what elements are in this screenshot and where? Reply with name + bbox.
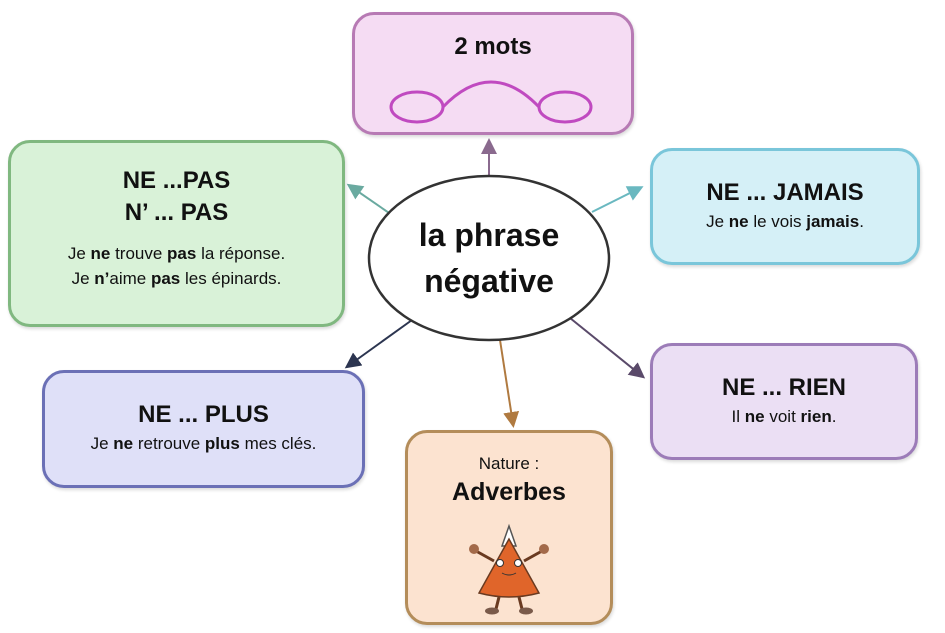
arrow-to-ne-jamais (591, 186, 644, 213)
example-sentence: Il ne voit rien. (653, 404, 915, 429)
arrow-to-nature (499, 339, 520, 428)
sentence-text: Je (706, 212, 729, 231)
sentence-text: Je (67, 244, 91, 263)
sentence-text: aime (109, 269, 151, 288)
ne-jamais-box: NE ... JAMAIS Je ne le vois jamais. (650, 148, 920, 265)
negation-word: plus (204, 434, 240, 453)
sentence-text: retrouve (133, 434, 205, 453)
adverb-mascot-icon (469, 523, 549, 615)
sentence-text: Il (731, 407, 745, 426)
negation-word: ne (744, 407, 765, 426)
arrow-to-ne-plus (344, 319, 413, 369)
sentence-text: Je (71, 269, 95, 288)
center-title: la phrase négative (418, 217, 560, 299)
negation-word: rien (800, 407, 832, 426)
sentence-text: mes clés. (239, 434, 317, 453)
sentence-text: . (859, 212, 864, 231)
ne-pas-box: NE ...PAS N’ ... PAS Je ne trouve pas la… (8, 140, 345, 327)
example-sentence: Je n’aime pas les épinards. (11, 266, 342, 291)
negation-word: ne (90, 244, 111, 263)
example-sentence: Je ne retrouve plus mes clés. (45, 431, 362, 456)
arrow-to-ne-rien (569, 317, 646, 379)
sentence-text: Je (90, 434, 114, 453)
negation-word: pas (167, 244, 197, 263)
link-icon (389, 80, 593, 124)
ne-rien-box: NE ... RIEN Il ne voit rien. (650, 343, 918, 460)
center-ellipse (367, 174, 611, 342)
example-sentence: Je ne le vois jamais. (653, 209, 917, 234)
nature-box: Nature : Adverbes (405, 430, 613, 625)
sentence-text: . (831, 407, 837, 426)
sentence-text: voit (764, 407, 801, 426)
negation-word: n’ (94, 269, 110, 288)
arrow-to-ne-pas (346, 183, 393, 216)
negation-word: ne (728, 212, 749, 231)
sentence-text: les épinards. (180, 269, 282, 288)
sentence-text: la réponse. (196, 244, 286, 263)
ne-plus-box: NE ... PLUS Je ne retrouve plus mes clés… (42, 370, 365, 488)
two-words-box: 2 mots (352, 12, 634, 135)
sentence-text: trouve (110, 244, 168, 263)
negation-word: ne (113, 434, 134, 453)
example-sentence: Je ne trouve pas la réponse. (11, 241, 342, 266)
negation-word: pas (150, 269, 181, 288)
negation-word: jamais (806, 212, 860, 231)
sentence-text: le vois (748, 212, 807, 231)
